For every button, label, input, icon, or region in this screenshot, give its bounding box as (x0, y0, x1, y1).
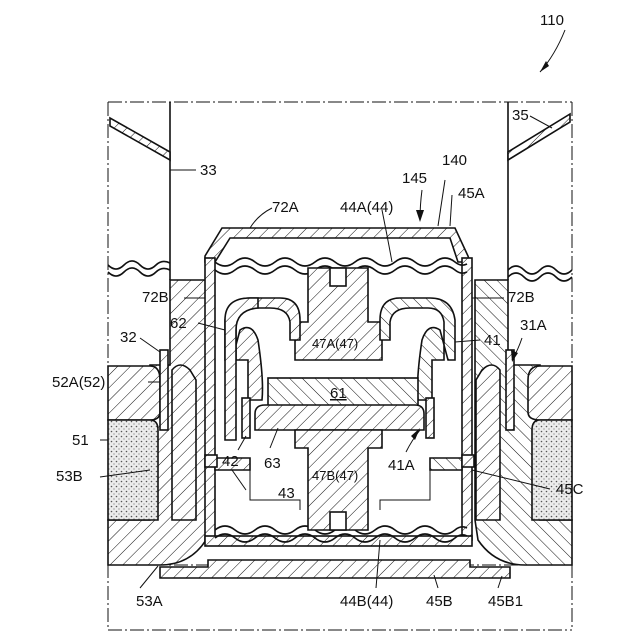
label-52A: 52A(52) (52, 374, 105, 391)
label-41A: 41A (388, 457, 415, 474)
label-44A: 44A(44) (340, 199, 393, 216)
label-72A: 72A (272, 199, 299, 216)
label-61: 61 (330, 385, 347, 402)
label-140: 140 (442, 152, 467, 169)
label-110: 110 (540, 12, 564, 29)
label-51: 51 (72, 432, 89, 449)
label-47B: 47B(47) (312, 468, 358, 483)
label-45B: 45B (426, 593, 453, 610)
label-72B-left: 72B (142, 289, 169, 306)
label-47A: 47A(47) (312, 336, 358, 351)
label-43: 43 (278, 485, 295, 502)
part-35 (110, 114, 570, 160)
label-31A: 31A (520, 317, 547, 334)
label-62: 62 (170, 315, 187, 332)
label-44B: 44B(44) (340, 593, 393, 610)
label-32: 32 (120, 329, 137, 346)
label-35: 35 (512, 107, 529, 124)
label-53B: 53B (56, 468, 83, 485)
label-45A: 45A (458, 185, 485, 202)
label-72B-right: 72B (508, 289, 535, 306)
label-33: 33 (200, 162, 217, 179)
part-45A (205, 228, 470, 262)
label-45B1: 45B1 (488, 593, 523, 610)
label-41: 41 (484, 332, 501, 349)
label-45C: 45C (556, 481, 584, 498)
label-63: 63 (264, 455, 281, 472)
part-45B (160, 560, 510, 578)
label-42: 42 (222, 453, 239, 470)
label-53A: 53A (136, 593, 163, 610)
label-145: 145 (402, 170, 427, 187)
